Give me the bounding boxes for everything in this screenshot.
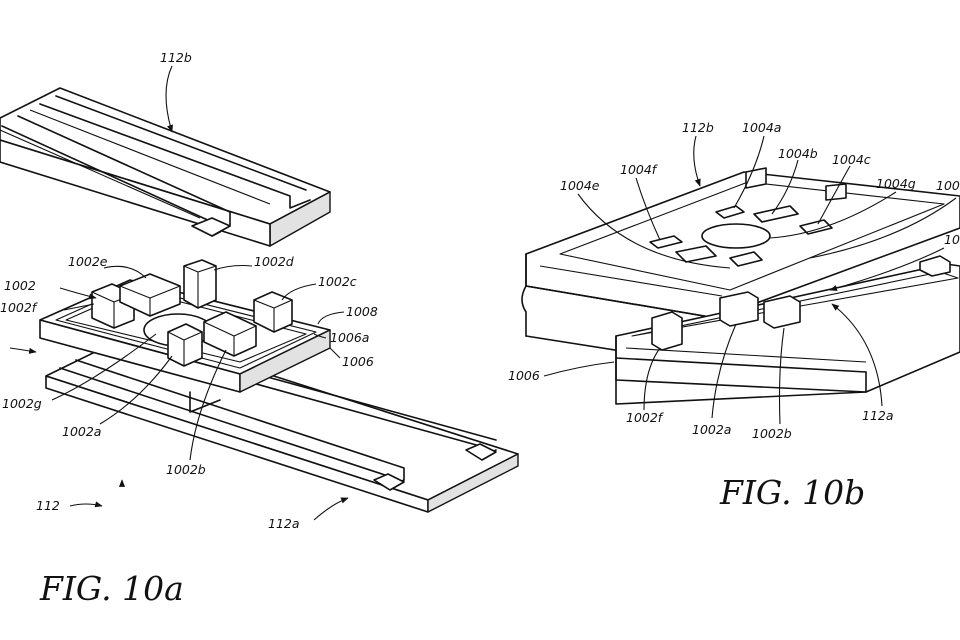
block-1002f (652, 312, 682, 350)
label-1002d: 1002d (254, 254, 294, 269)
caption-fig-10b: FIG. 10b (719, 473, 865, 512)
block-1002b (764, 296, 800, 328)
label-1002b: 1002b (166, 462, 206, 477)
label-1002a: 1002a (62, 424, 101, 439)
label-100: 100 (936, 178, 960, 193)
label-1002f: 1002f (0, 300, 38, 315)
figure-10a: 112b 1002e 1002d 1002c 1002 1002f 1008 1… (0, 50, 518, 608)
label-112b: 112b (160, 50, 192, 65)
label-1002c: 1002c (318, 274, 357, 289)
label-1002a: 1002a (692, 422, 731, 437)
label-1002g: 1002g (2, 396, 42, 411)
label-1002b: 1002b (752, 426, 792, 441)
label-112a: 112a (268, 516, 300, 531)
label-1006: 1006 (508, 368, 540, 383)
label-1004e: 1004e (560, 178, 600, 193)
label-112b: 112b (682, 120, 714, 135)
label-1006a: 1006a (330, 330, 369, 345)
label-1004b: 1004b (778, 146, 818, 161)
label-112: 112 (36, 498, 60, 513)
label-1002: 1002 (4, 278, 36, 293)
label-1002e: 1002e (68, 254, 108, 269)
label-1004a: 1004a (742, 120, 781, 135)
label-1006: 1006 (342, 354, 374, 369)
label-1004g: 1004g (876, 176, 916, 191)
top-plate-112b (0, 88, 330, 246)
label-1004f: 1004f (620, 162, 658, 177)
label-10: 10 (944, 232, 960, 247)
caption-fig-10a: FIG. 10a (39, 569, 184, 608)
label-1002f: 1002f (626, 410, 664, 425)
label-1008: 1008 (346, 304, 378, 319)
pad-1004g (702, 224, 770, 248)
block-1002a (720, 292, 758, 326)
figure-10b: 112b 1004a 1004b 1004c 1004f 1004e 1004g… (508, 120, 960, 512)
label-1004c: 1004c (832, 152, 871, 167)
label-112a: 112a (862, 408, 894, 423)
